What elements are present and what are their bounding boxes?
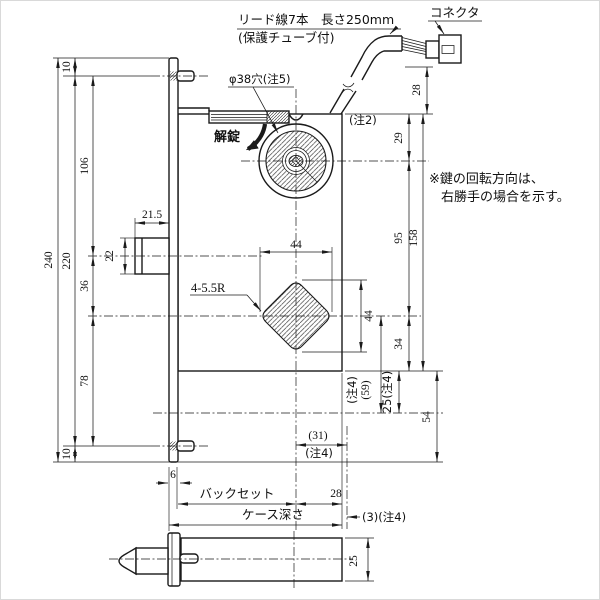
dim-44-width: 44 xyxy=(290,239,302,251)
dim-220: 220 xyxy=(61,252,73,270)
dim-21-5: 21.5 xyxy=(142,209,162,221)
dim-44-height: 44 xyxy=(363,310,375,322)
backset-label: バックセット xyxy=(199,486,274,501)
lead-wire-sublabel: (保護チューブ付) xyxy=(238,30,335,45)
wires xyxy=(401,37,427,55)
connector-notch xyxy=(441,45,455,54)
corner-radius-label: 4-5.5R xyxy=(191,281,226,295)
faceplate-side xyxy=(167,532,181,587)
dim-10-bottom: 10 xyxy=(61,448,73,460)
dim-note4: (注4) xyxy=(345,376,359,404)
lead-wire-label: リード線7本 長さ250mm xyxy=(238,12,394,27)
lead-wire-cable xyxy=(329,35,427,115)
rotation-note-line2: 右勝手の場合を示す。 xyxy=(441,190,570,205)
dim-34: 34 xyxy=(393,338,405,350)
dim-106: 106 xyxy=(79,157,91,175)
keyway-line xyxy=(295,160,318,183)
dim-29: 29 xyxy=(393,132,405,144)
dim-54: 54 xyxy=(421,411,433,423)
latch-bar-hatch xyxy=(266,110,290,124)
leader-lines xyxy=(190,20,482,312)
dim-28-top: 28 xyxy=(411,84,423,96)
connector-label: コネクタ xyxy=(430,5,480,20)
dim-28-bottom: 28 xyxy=(330,488,342,500)
dim-3-note4: (3)(注4) xyxy=(362,510,406,524)
lock-case-front-view xyxy=(134,57,343,463)
cable-break-mark xyxy=(342,82,355,88)
bottom-side-view xyxy=(118,532,343,587)
case-top-strip xyxy=(178,107,210,111)
connector-boot xyxy=(425,40,440,59)
unlock-rotation-arrow xyxy=(245,123,268,151)
center-lines xyxy=(88,75,443,589)
note2-label: (注2) xyxy=(349,113,377,127)
case-side xyxy=(180,537,343,582)
dim-25-side: 25 xyxy=(348,555,360,567)
dim-31-note: (注4) xyxy=(305,446,333,460)
latch-bolt-tip xyxy=(118,546,137,576)
latch-bolt-body xyxy=(135,547,169,575)
unlock-label: 解錠 xyxy=(213,129,241,145)
faceplate xyxy=(168,57,179,463)
dim-6: 6 xyxy=(170,469,176,481)
dim-95: 95 xyxy=(393,232,405,244)
dim-22: 22 xyxy=(104,250,116,262)
cable-break-mark xyxy=(341,88,354,94)
dim-31: (31) xyxy=(308,430,327,442)
dim-36: 36 xyxy=(79,280,91,292)
connector-plug xyxy=(425,34,462,64)
dim-25-note4: 25(注4) xyxy=(380,371,394,413)
dimension-lines xyxy=(56,58,439,581)
dim-240: 240 xyxy=(43,251,55,269)
rotation-note-line1: ※鍵の回転方向は、 xyxy=(429,171,544,187)
dim-10-top: 10 xyxy=(61,61,73,73)
hole-label: φ38穴(注5) xyxy=(229,72,291,86)
cylinder-notch xyxy=(288,113,304,121)
labels: リード線7本 長さ250mm (保護チューブ付) コネクタ φ38穴(注5) 解… xyxy=(43,5,570,567)
dim-158: 158 xyxy=(408,229,420,247)
dim-59: (59) xyxy=(360,380,372,399)
dim-78: 78 xyxy=(79,375,91,387)
screw-stub-side xyxy=(179,553,199,564)
case-depth-label: ケース深さ xyxy=(242,507,304,522)
